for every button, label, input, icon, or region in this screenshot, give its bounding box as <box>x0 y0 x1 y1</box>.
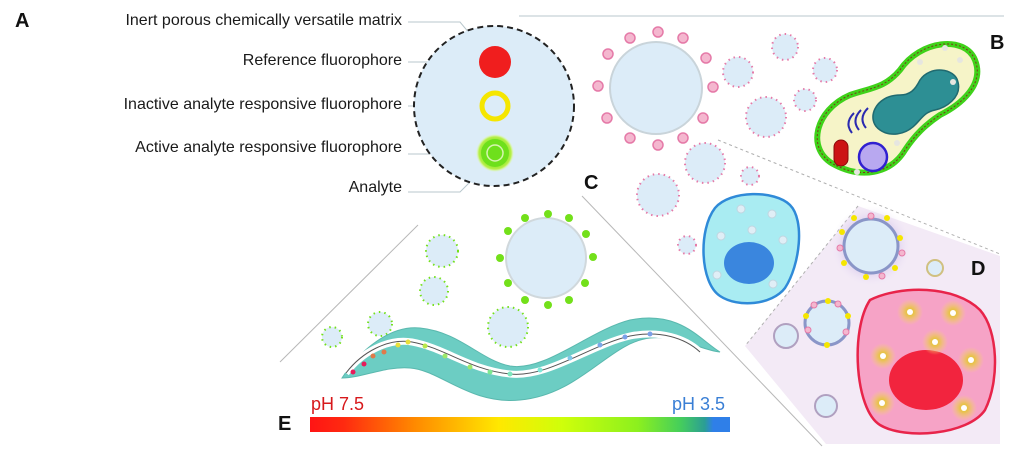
legend-analyte: Analyte <box>348 179 402 196</box>
panel-label-e: E <box>278 413 292 435</box>
pink-particles <box>592 26 838 255</box>
panel-label-a: A <box>15 10 30 32</box>
green-particles <box>321 210 597 348</box>
legend-inactive: Inactive analyte responsive fluorophore <box>123 96 402 113</box>
panel-dividers <box>279 139 1001 447</box>
legend-reference: Reference fluorophore <box>242 52 402 69</box>
legend-active: Active analyte responsive fluorophore <box>135 139 402 156</box>
inactive-fluorophore <box>479 90 511 122</box>
legend-matrix: Inert porous chemically versatile matrix <box>125 12 402 29</box>
panel-d <box>744 205 1000 444</box>
reference-fluorophore <box>479 46 511 78</box>
panel-label-c: C <box>584 172 599 194</box>
ph-right-label: pH 3.5 <box>672 394 726 414</box>
ph-left-label: pH 7.5 <box>311 394 365 414</box>
macrophage-cell <box>702 192 801 305</box>
panel-label-d: D <box>971 258 986 280</box>
panel-label-b: B <box>990 32 1005 54</box>
matrix-particle-diagram <box>413 25 575 187</box>
analyte <box>486 144 504 162</box>
bacterium-diagram <box>814 41 981 176</box>
ph-gradient-bar <box>310 417 730 432</box>
active-fluorophore <box>481 139 509 167</box>
worm-diagram <box>341 317 721 401</box>
